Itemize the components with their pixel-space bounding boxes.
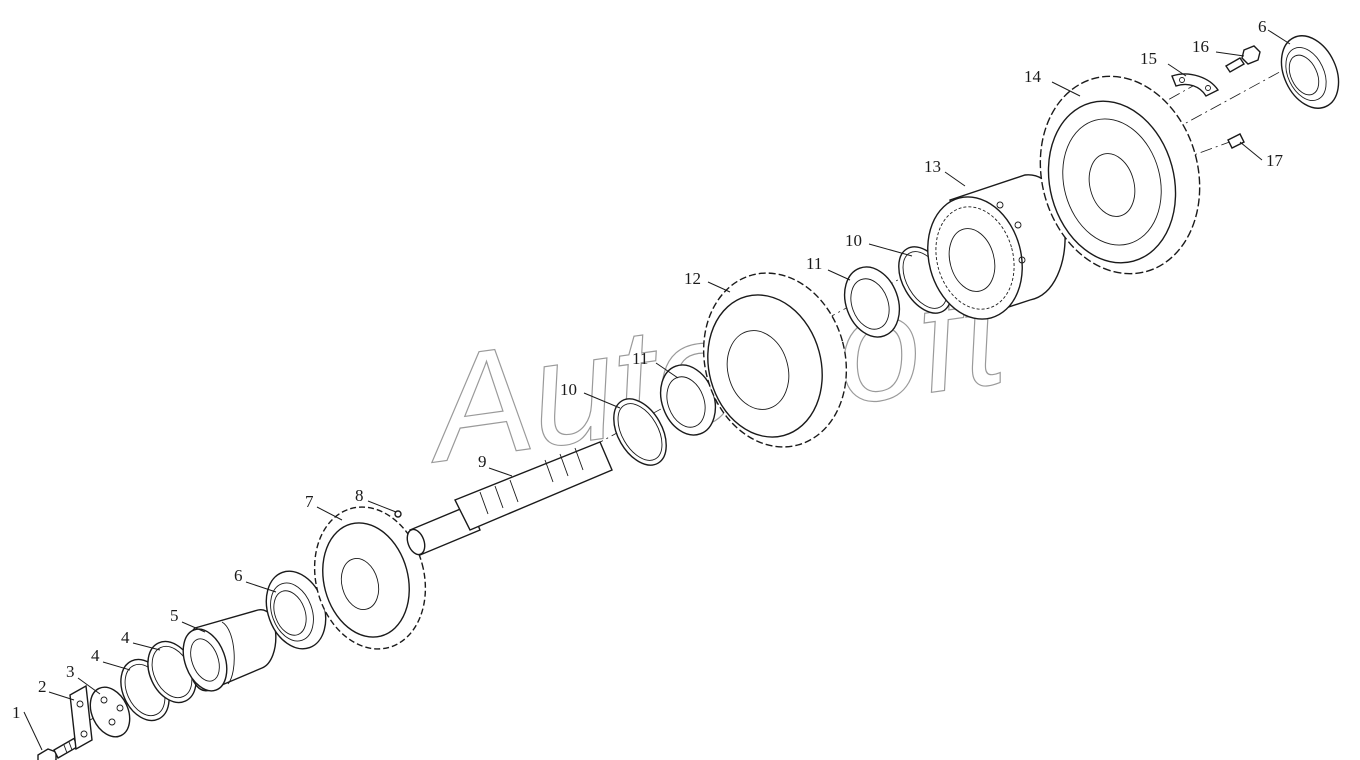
part-lock-plate xyxy=(69,684,93,751)
part-snap-ring-a xyxy=(613,398,667,466)
part-shaft xyxy=(406,441,613,556)
callout-3: 3 xyxy=(66,662,75,681)
callout-6a: 6 xyxy=(234,566,243,585)
part-end-washer xyxy=(89,686,131,738)
part-large-gear xyxy=(702,272,848,448)
part-bearing-b xyxy=(843,266,901,338)
callout-5: 5 xyxy=(170,606,179,625)
callout-1: 1 xyxy=(12,703,21,722)
part-bearing-left xyxy=(265,570,327,650)
callout-15: 15 xyxy=(1140,49,1157,68)
callout-9: 9 xyxy=(478,452,487,471)
part-drive-gear xyxy=(1039,75,1201,275)
callout-11a: 11 xyxy=(632,349,648,368)
part-lock-tab xyxy=(1171,73,1220,97)
callout-8: 8 xyxy=(355,486,364,505)
part-bearing-right xyxy=(1280,35,1340,109)
callout-4a: 4 xyxy=(91,646,100,665)
callout-16: 16 xyxy=(1192,37,1209,56)
callout-17: 17 xyxy=(1266,151,1284,170)
callout-14: 14 xyxy=(1024,67,1042,86)
part-clutch-drum xyxy=(927,174,1066,320)
callout-4b: 4 xyxy=(121,628,130,647)
part-small-pin xyxy=(394,510,402,518)
callout-12: 12 xyxy=(684,269,701,288)
callout-13: 13 xyxy=(924,157,941,176)
callout-11b: 11 xyxy=(806,254,822,273)
part-small-gear xyxy=(313,506,427,650)
part-top-bolt xyxy=(1225,45,1261,73)
part-sleeve xyxy=(182,609,277,692)
callout-10b: 10 xyxy=(845,231,862,250)
callout-2: 2 xyxy=(38,677,47,696)
callout-10a: 10 xyxy=(560,380,577,399)
part-dowel-pin xyxy=(1227,133,1245,149)
callout-7: 7 xyxy=(305,492,314,511)
leader-lines xyxy=(23,29,1291,751)
callout-6b: 6 xyxy=(1258,17,1267,36)
callout-labels: 1 2 3 4 4 5 6 7 8 9 10 11 12 11 10 13 14… xyxy=(12,17,1284,722)
